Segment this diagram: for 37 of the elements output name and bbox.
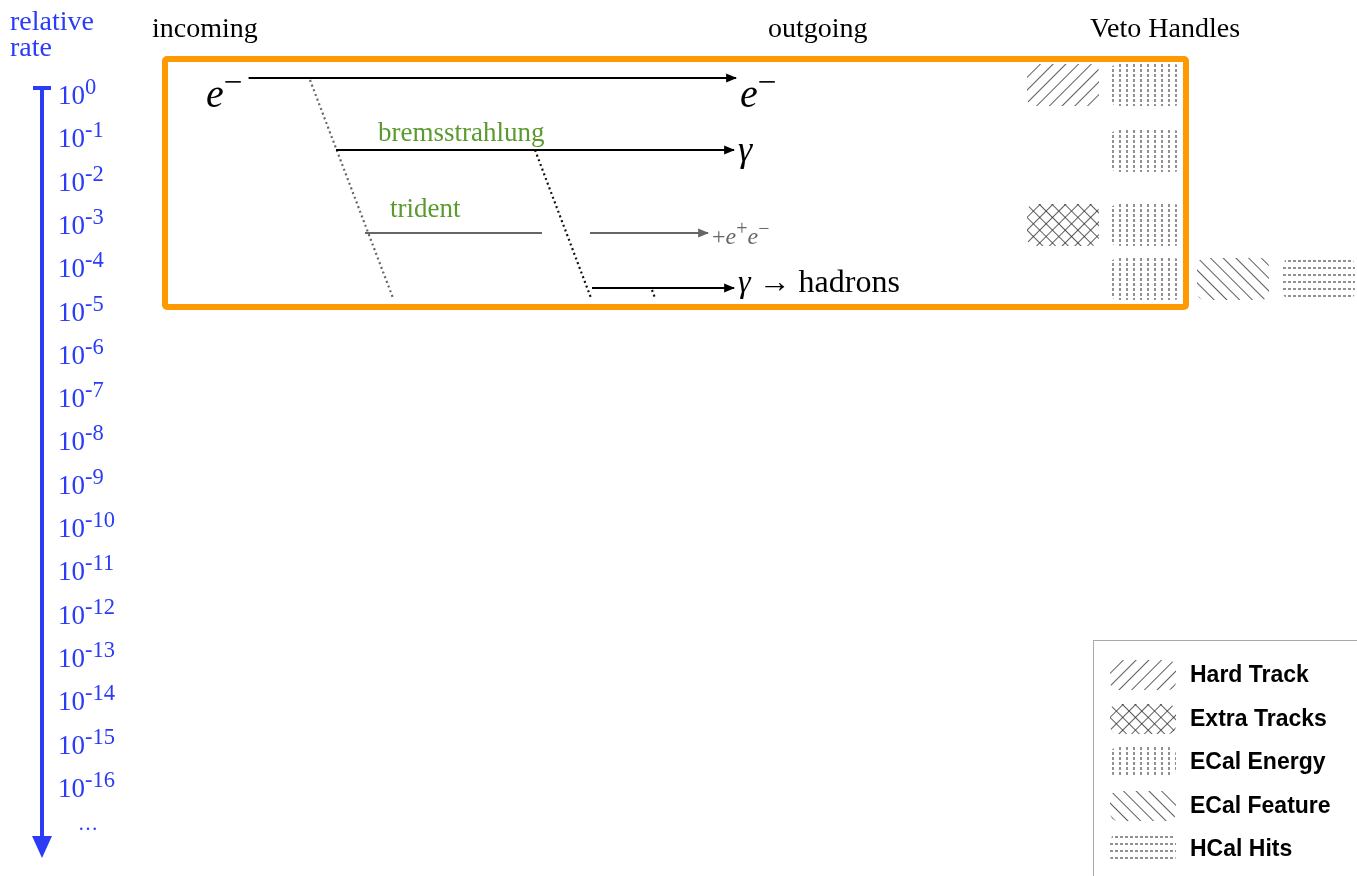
tick-label: 10$^{-11}$ bbox=[58, 549, 115, 587]
particle-label: γ bbox=[738, 128, 753, 172]
arrow bbox=[336, 145, 736, 155]
column-heading: incoming bbox=[152, 12, 258, 44]
tick-label: 10$^{-2}$ bbox=[58, 159, 104, 197]
tick-label: 10$^{-4}$ bbox=[58, 246, 104, 284]
tick-label: … bbox=[78, 811, 98, 837]
legend-label: Hard Track bbox=[1190, 661, 1309, 688]
tick-label: 10$^{-10}$ bbox=[58, 506, 115, 543]
arrow bbox=[592, 283, 736, 293]
tick-label: 10$^{0}$ bbox=[58, 73, 97, 110]
tick-label: 10$^{-9}$ bbox=[58, 462, 104, 500]
legend-label: Extra Tracks bbox=[1190, 704, 1327, 732]
legend-label: HCal Hits bbox=[1190, 835, 1293, 862]
tick-label: 10$^{-13}$ bbox=[58, 635, 115, 673]
tick-label: 10$^{-1}$ bbox=[58, 116, 104, 154]
particle-label: e$^{−}$ bbox=[206, 62, 243, 119]
tick-label: 10$^{-16}$ bbox=[58, 765, 115, 803]
tick-label: 10$^{-14}$ bbox=[58, 679, 115, 717]
tick-label: 10$^{-6}$ bbox=[58, 332, 104, 370]
arrow bbox=[363, 228, 710, 238]
tick-label: 10$^{-8}$ bbox=[58, 419, 104, 457]
tick-label: 10$^{-12}$ bbox=[58, 592, 115, 630]
tick-label: 10$^{-5}$ bbox=[58, 289, 104, 327]
column-heading: Veto Handles bbox=[1090, 12, 1241, 44]
column-heading: outgoing bbox=[768, 12, 868, 44]
arrow bbox=[248, 73, 738, 83]
highlight-frame bbox=[162, 56, 1189, 310]
tick-label: 10$^{-7}$ bbox=[58, 376, 104, 414]
tick-label: 10$^{-15}$ bbox=[58, 722, 115, 760]
axis-title: relative rate bbox=[10, 8, 95, 60]
particle-label: +e$^{+}$e$^{−}$ bbox=[712, 216, 770, 251]
tick-label: 10$^{-3}$ bbox=[58, 202, 104, 240]
process-label: γ → hadrons bbox=[738, 262, 900, 301]
legend-label: ECal Feature bbox=[1190, 791, 1331, 819]
legend-label: ECal Energy bbox=[1190, 748, 1326, 775]
particle-label: e$^{−}$ bbox=[740, 62, 777, 119]
